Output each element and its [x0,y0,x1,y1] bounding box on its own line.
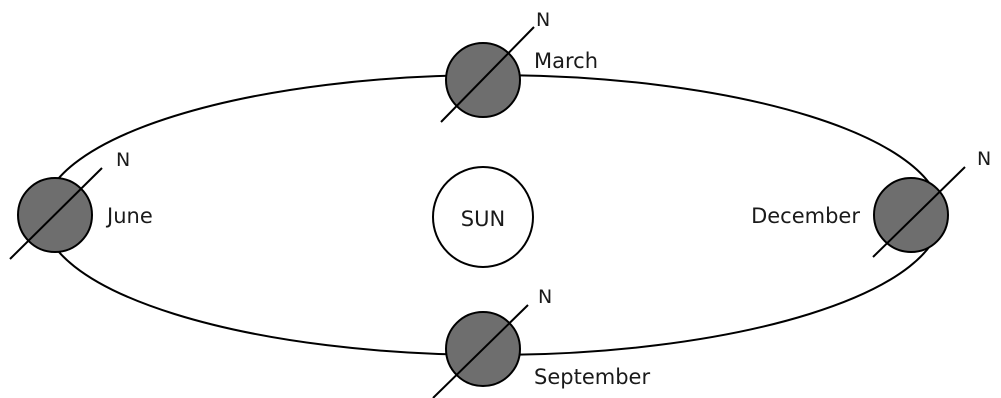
sun-circle [432,166,534,268]
earth-june-north-label: N [116,149,130,171]
earth-december-globe [873,177,949,253]
earth-june-month-label: June [105,204,153,228]
earth-december-axis [872,166,966,258]
earth-december: N December [751,148,991,258]
sun-label: SUN [461,207,505,231]
earth-september-month-label: September [534,365,650,389]
earth-march: N March [440,9,598,123]
earth-december-north-label: N [977,148,991,170]
earth-june: N June [9,149,153,260]
earth-september-axis [432,304,529,398]
earth-september: N September [432,286,650,398]
earth-september-north-label: N [538,286,552,308]
earth-march-axis [440,26,535,123]
earth-june-axis [9,167,103,260]
earth-december-month-label: December [751,204,860,228]
earth-march-north-label: N [536,9,550,31]
earth-march-month-label: March [534,49,598,73]
sun: SUN [432,166,534,268]
